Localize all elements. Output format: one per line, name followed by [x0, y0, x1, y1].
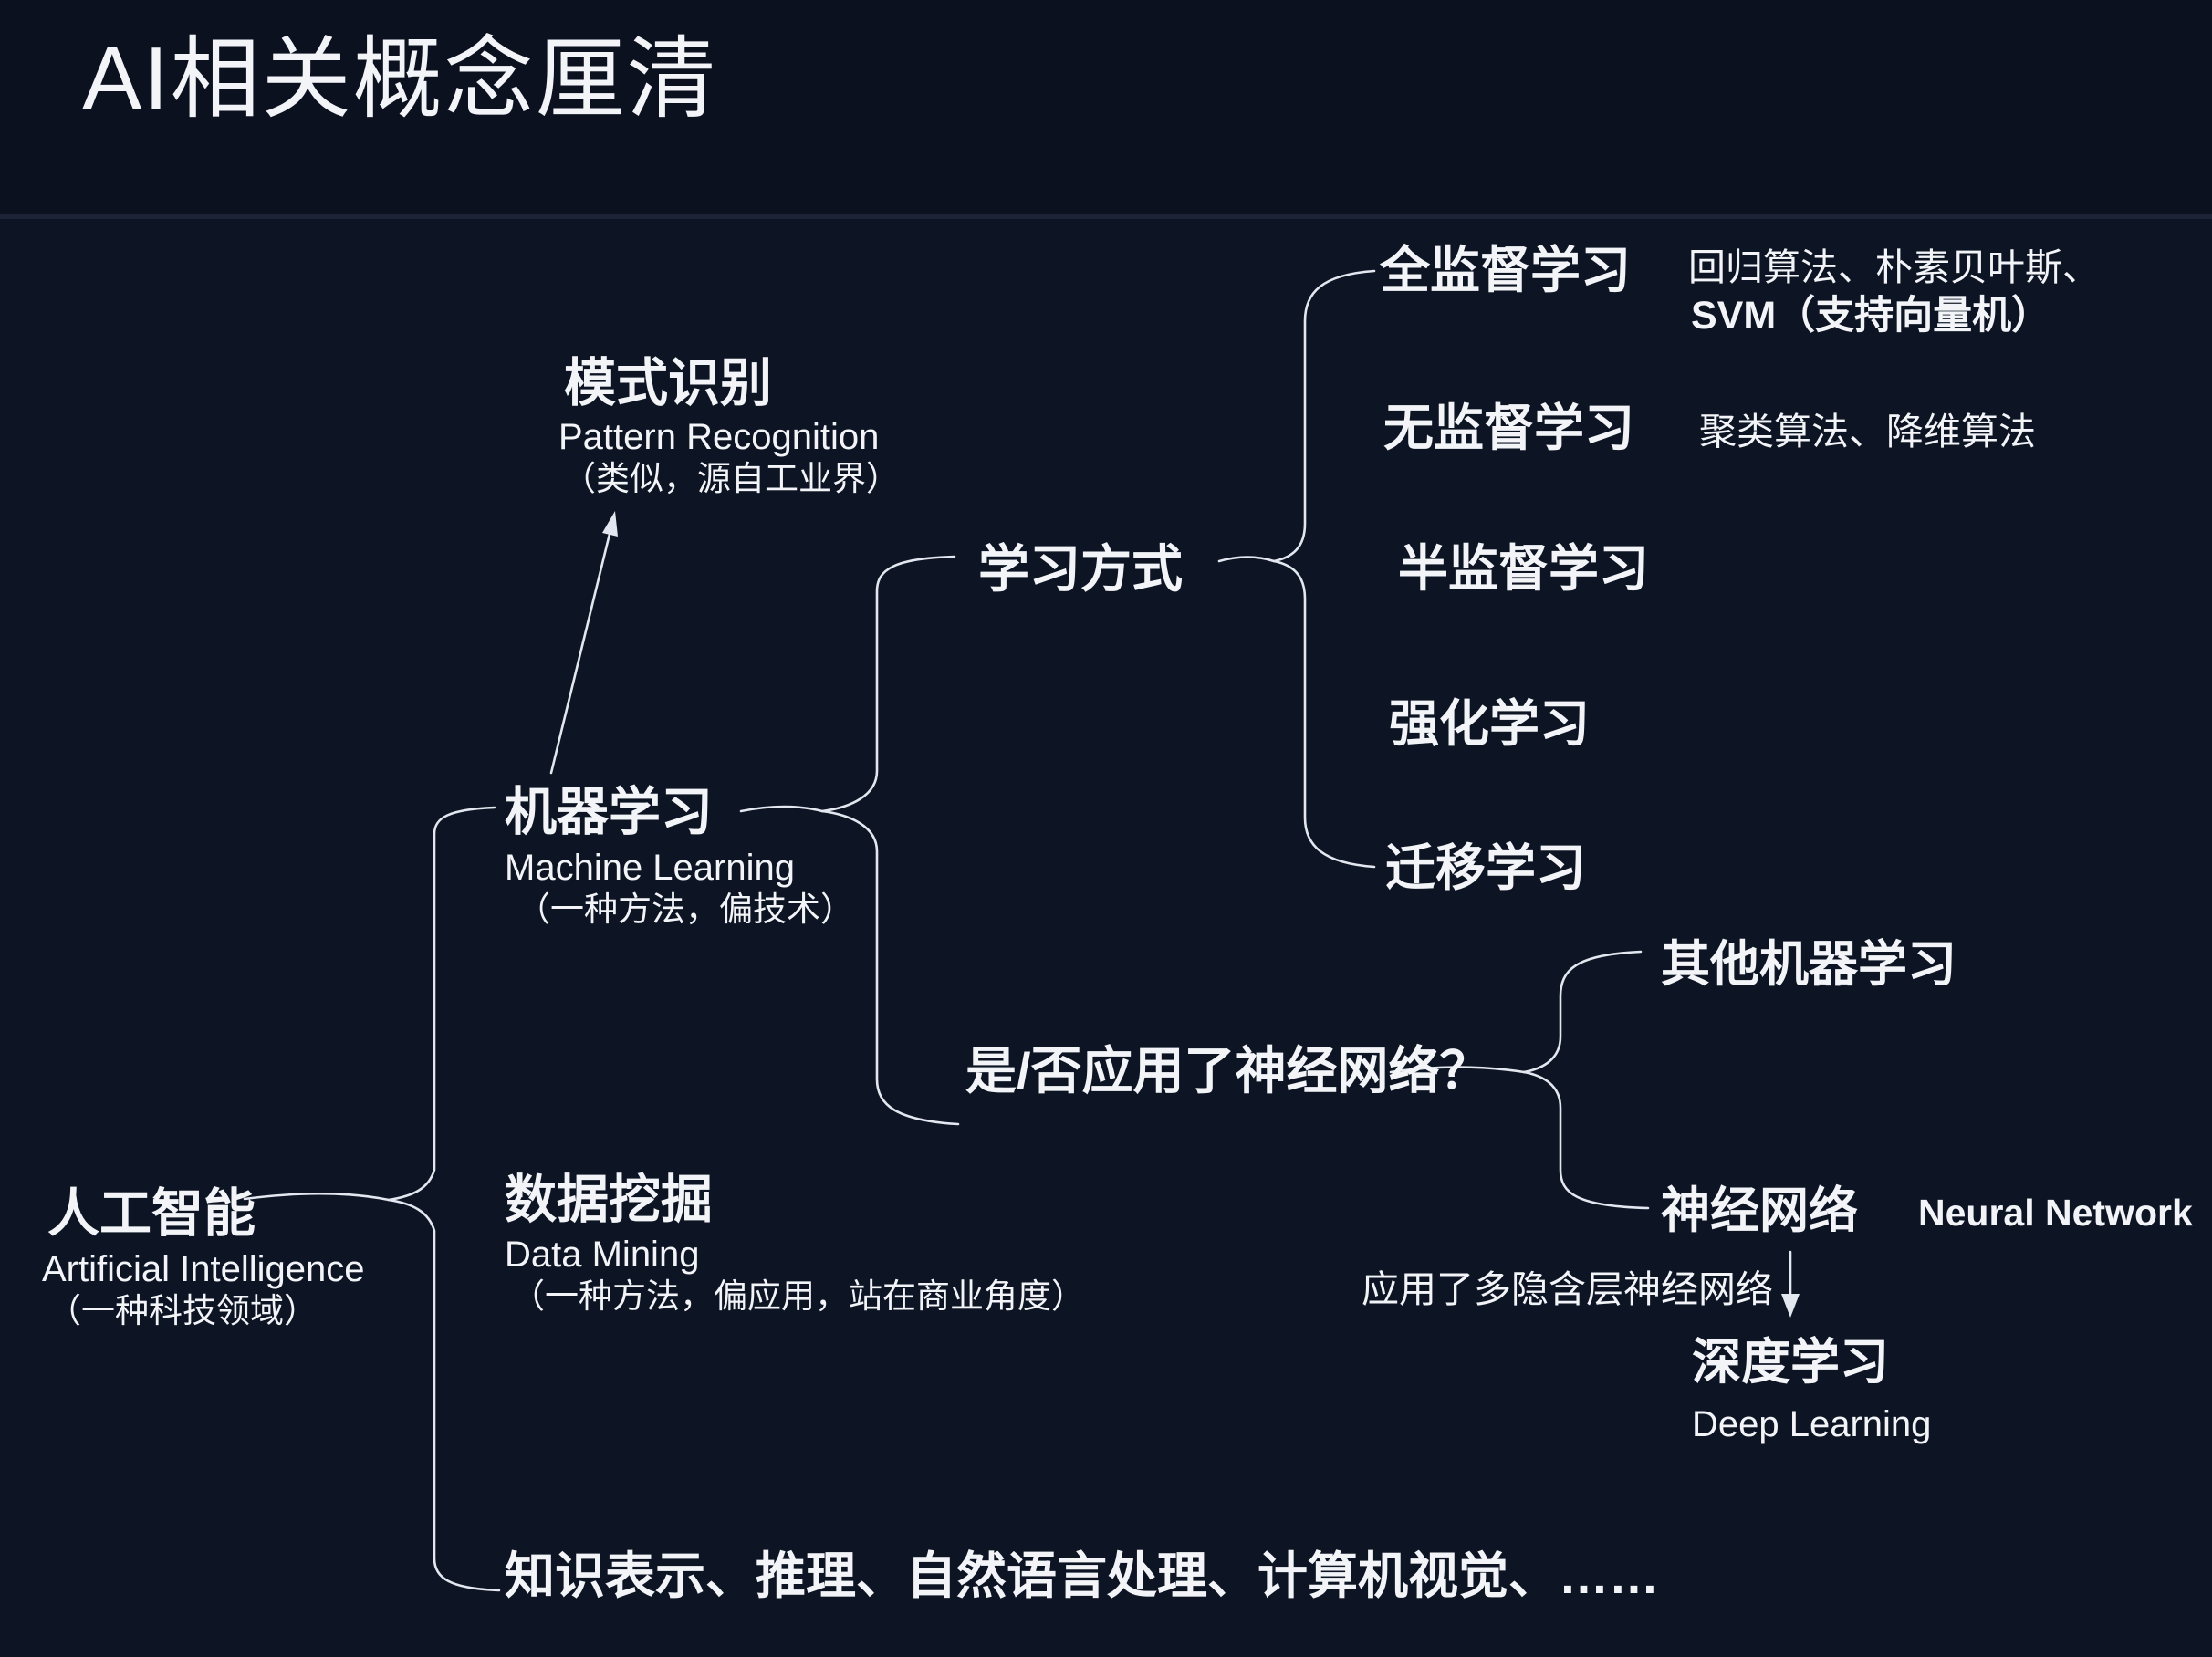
connector-ml-brace-lower — [820, 809, 960, 1126]
connector-nn-question-brace-lower — [1522, 1070, 1650, 1210]
machine-learning-label-note: （一种方法，偏技术） — [516, 891, 854, 928]
data-mining-label-zh: 数据挖掘 — [505, 1171, 713, 1229]
node-ai-other-fields: 知识表示、推理、自然语言处理、计算机视觉、…… — [505, 1548, 1660, 1604]
node-nn-question: 是/否应用了神经网络？ — [965, 1042, 1491, 1099]
connector-nn-question-lead — [1389, 1066, 1526, 1074]
supervised-label: 全监督学习 — [1380, 242, 1632, 298]
machine-learning-label-zh: 机器学习 — [505, 783, 713, 841]
arrow-pattern-recognition-line — [549, 528, 612, 775]
connector-ai-brace-lower — [387, 1198, 501, 1592]
supervised-note-line2: SVM（支持向量机） — [1691, 294, 2051, 338]
neural-network-label-en: Neural Network — [1918, 1192, 2193, 1234]
connector-ai-lead — [243, 1192, 391, 1202]
node-reinforcement-learning: 强化学习 — [1389, 695, 1591, 752]
connector-learning-modes-lead — [1217, 556, 1276, 563]
neural-network-label-zh: 神经网络 — [1661, 1183, 1858, 1238]
connector-ml-lead — [739, 805, 824, 813]
machine-learning-label-en: Machine Learning — [505, 848, 795, 888]
connector-ai-brace-upper — [387, 806, 496, 1202]
ai-label-note: （一种科技领域） — [47, 1292, 318, 1329]
header-band — [0, 0, 2212, 214]
connector-ml-brace-upper — [820, 555, 956, 813]
node-transfer-learning: 迁移学习 — [1385, 839, 1587, 896]
connector-learning-modes-brace-lower — [1272, 559, 1376, 869]
deep-learning-label-zh: 深度学习 — [1692, 1335, 1889, 1390]
pattern-recognition-label-note: （类似，源自工业界） — [562, 460, 900, 497]
ai-label-zh: 人工智能 — [47, 1184, 256, 1243]
page-title: AI相关概念厘清 — [82, 28, 718, 129]
deep-learning-note: 应用了多隐含层神经网络 — [1362, 1268, 1773, 1310]
connector-nn-question-brace-upper — [1522, 950, 1643, 1074]
ai-label-en: Artificial Intelligence — [42, 1249, 365, 1289]
deep-learning-label-en: Deep Learning — [1692, 1404, 1932, 1444]
unsupervised-note: 聚类算法、降维算法 — [1699, 411, 2036, 453]
supervised-note-line1: 回归算法、朴素贝叶斯、 — [1688, 246, 2100, 288]
pattern-recognition-label-en: Pattern Recognition — [558, 417, 880, 457]
node-semi-supervised-learning: 半监督学习 — [1398, 540, 1650, 597]
node-learning-modes: 学习方式 — [978, 540, 1183, 598]
arrow-deep-learning-head — [1781, 1294, 1800, 1318]
unsupervised-label: 无监督学习 — [1383, 400, 1635, 456]
pattern-recognition-label-zh: 模式识别 — [564, 354, 772, 412]
connector-learning-modes-brace-upper — [1272, 269, 1376, 563]
node-other-machine-learning: 其他机器学习 — [1661, 937, 1956, 992]
data-mining-label-en: Data Mining — [505, 1235, 700, 1275]
header-divider — [0, 214, 2212, 219]
data-mining-label-note: （一种方法，偏应用，站在商业角度） — [511, 1277, 1085, 1315]
arrow-pattern-recognition-head — [602, 511, 618, 537]
